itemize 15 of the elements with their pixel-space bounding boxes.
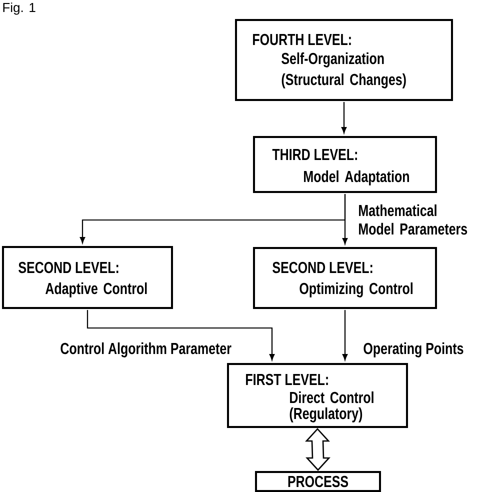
level-box: FOURTH LEVEL: Self-Organization (Structural Changes): [235, 19, 453, 101]
figure-label: Fig. 1: [3, 2, 36, 15]
arrow: [342, 194, 348, 244]
level-box: SECOND LEVEL: Optimizing Control: [253, 247, 437, 309]
edge-label: Operating Points: [364, 342, 464, 358]
level-box: FIRST LEVEL: Direct Control (Regulatory): [227, 363, 408, 428]
level-box: SECOND LEVEL: Adaptive Control: [2, 246, 173, 309]
arrow: [342, 310, 348, 360]
process-box: PROCESS: [255, 471, 381, 492]
arrow: [341, 102, 347, 134]
double-arrow: [305, 428, 330, 471]
edge-label: Mathematical Model Parameters: [359, 204, 468, 235]
arrow: [86, 310, 275, 360]
edge-label: Control Algorithm Parameter: [60, 342, 232, 358]
level-box: THIRD LEVEL: Model Adaptation: [253, 136, 437, 193]
